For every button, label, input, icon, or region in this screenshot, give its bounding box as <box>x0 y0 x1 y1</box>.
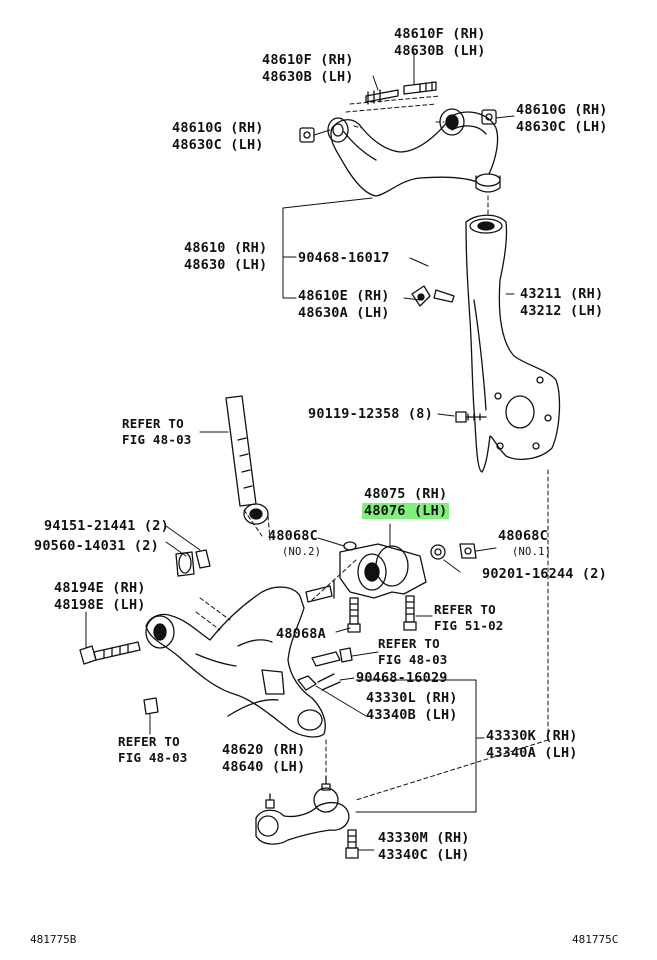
label-48610f-top: 48610F (RH) 48630B (LH) <box>394 26 486 60</box>
lower-arm-bolts <box>79 525 379 735</box>
label-refer-51-02: REFER TO FIG 51-02 <box>434 602 504 634</box>
strut-rod <box>199 395 271 541</box>
label-90468-16029: 90468-16029 <box>356 670 448 686</box>
label-48610f-left: 48610F (RH) 48630B (LH) <box>262 52 354 86</box>
label-line: 43330M (RH) <box>378 830 470 846</box>
label-line: 48610G (RH) <box>172 120 264 136</box>
label-line: 43340C (LH) <box>378 847 470 863</box>
label-48620: 48620 (RH) 48640 (LH) <box>222 742 305 776</box>
footer-figure-code-left: 481775B <box>30 933 77 946</box>
label-48068c-left: 48068C <box>268 528 318 544</box>
label-line: FIG 48-03 <box>378 652 448 667</box>
label-no2: (NO.2) <box>282 546 322 558</box>
label-line: 43340A (LH) <box>486 745 578 761</box>
label-line: FIG 48-03 <box>122 432 192 447</box>
label-48076: 48076 (LH) <box>362 503 450 520</box>
label-43211: 43211 (RH) 43212 (LH) <box>520 286 603 320</box>
label-line: 43211 (RH) <box>520 286 604 302</box>
label-43330k: 43330K (RH) 43340A (LH) <box>486 728 578 762</box>
label-line: 48194E (RH) <box>54 580 146 596</box>
label-line: 48610 (RH) <box>184 240 268 256</box>
label-90468-16017: 90468-16017 <box>298 250 390 266</box>
highlight-48076: 48076 (LH) <box>362 503 450 519</box>
label-48075: 48075 (RH) <box>364 486 448 502</box>
label-line: 48620 (RH) <box>222 742 306 758</box>
label-90201-16244: 90201-16244 (2) <box>482 566 607 582</box>
label-line: REFER TO <box>378 636 440 651</box>
label-line: 48610F (RH) <box>262 52 354 68</box>
steering-knuckle <box>465 214 561 473</box>
footer-figure-code-right: 481775C <box>572 933 619 946</box>
label-line: REFER TO <box>118 734 180 749</box>
label-line: 48630B (LH) <box>394 43 486 59</box>
label-48068a: 48068A <box>276 626 326 642</box>
ball-joint <box>255 739 375 859</box>
label-line: 48630A (LH) <box>298 305 390 321</box>
leader-lines-upper <box>282 51 515 301</box>
label-line: 43340B (LH) <box>366 707 458 723</box>
label-48610: 48610 (RH) 48630 (LH) <box>184 240 267 274</box>
upper-control-arm <box>327 108 501 197</box>
label-line: REFER TO <box>122 416 184 431</box>
label-line: 48610G (RH) <box>516 102 608 118</box>
lower-control-arm <box>145 579 335 738</box>
label-line: FIG 51-02 <box>434 618 504 633</box>
label-line: 48630B (LH) <box>262 69 354 85</box>
label-line: 48198E (LH) <box>54 597 146 613</box>
label-line: 43330K (RH) <box>486 728 578 744</box>
label-48068c-right: 48068C <box>498 528 548 544</box>
label-line: 48630C (LH) <box>172 137 264 153</box>
label-43330l: 43330L (RH) 43340B (LH) <box>366 690 458 724</box>
label-90119-12358: 90119-12358 (8) <box>308 406 433 422</box>
label-43330m: 43330M (RH) 43340C (LH) <box>378 830 470 864</box>
label-line: FIG 48-03 <box>118 750 188 765</box>
label-48610g-left: 48610G (RH) 48630C (LH) <box>172 120 264 154</box>
label-48610e: 48610E (RH) 48630A (LH) <box>298 288 390 322</box>
label-refer-48-03-upper: REFER TO FIG 48-03 <box>122 416 192 448</box>
knuckle-hardware <box>411 285 515 423</box>
label-line: REFER TO <box>434 602 496 617</box>
leader-lines-lower <box>355 469 549 813</box>
label-line: 43330L (RH) <box>366 690 458 706</box>
label-48194e: 48194E (RH) 48198E (LH) <box>54 580 146 614</box>
label-refer-48-03-mid: REFER TO FIG 48-03 <box>378 636 448 668</box>
label-48610g-right: 48610G (RH) 48630C (LH) <box>516 102 608 136</box>
label-line: 48640 (LH) <box>222 759 306 775</box>
label-line: 48610F (RH) <box>394 26 486 42</box>
label-line: 43212 (LH) <box>520 303 604 319</box>
bushing-bracket <box>311 523 497 633</box>
label-line: 48610E (RH) <box>298 288 390 304</box>
label-line: 48630 (LH) <box>184 257 268 273</box>
label-90560-14031: 90560-14031 (2) <box>34 538 159 554</box>
label-refer-48-03-lower: REFER TO FIG 48-03 <box>118 734 188 766</box>
label-94151-21441: 94151-21441 (2) <box>44 518 169 534</box>
label-line: 48630C (LH) <box>516 119 608 135</box>
label-no1: (NO.1) <box>512 546 552 558</box>
